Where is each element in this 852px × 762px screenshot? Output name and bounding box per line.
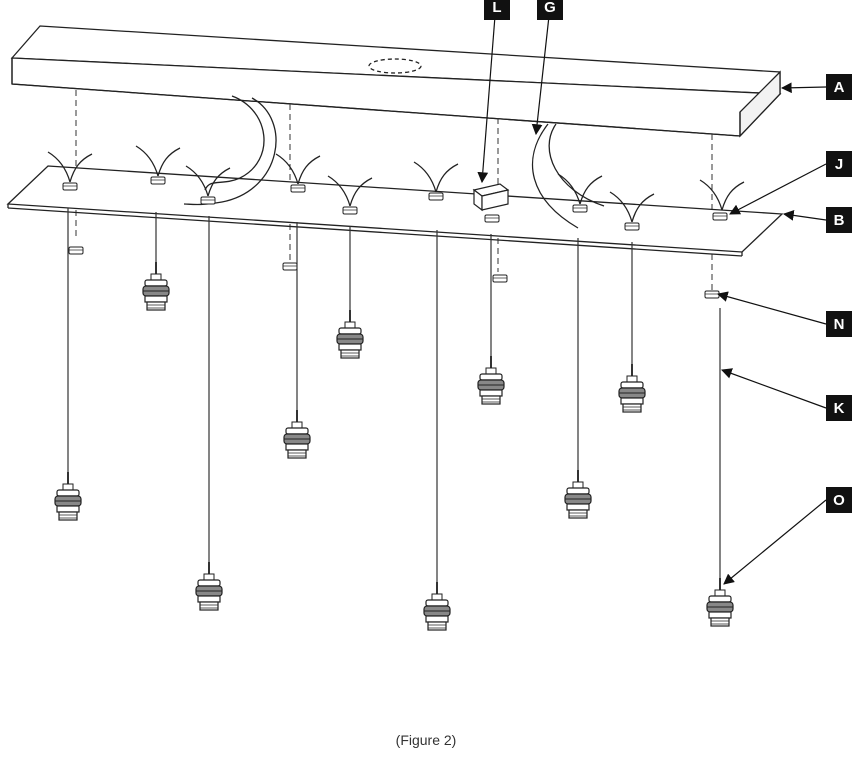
callout-J: J: [826, 151, 852, 177]
figure-caption: (Figure 2): [395, 732, 457, 748]
callout-G: G: [537, 0, 563, 20]
junction-box: [472, 183, 510, 212]
callout-L: L: [484, 0, 510, 20]
pendant-sockets: [54, 261, 734, 631]
callout-B: B: [826, 207, 852, 233]
mounting-plate: [6, 165, 784, 257]
alignment-lines: [75, 90, 713, 290]
leader-lines: [477, 15, 827, 585]
canopy-box: [10, 25, 782, 138]
callout-A: A: [826, 74, 852, 100]
callout-K: K: [826, 395, 852, 421]
pendant-cords: [67, 208, 721, 588]
feed-wires: [183, 95, 605, 229]
callout-N: N: [826, 311, 852, 337]
callout-O: O: [826, 487, 852, 513]
